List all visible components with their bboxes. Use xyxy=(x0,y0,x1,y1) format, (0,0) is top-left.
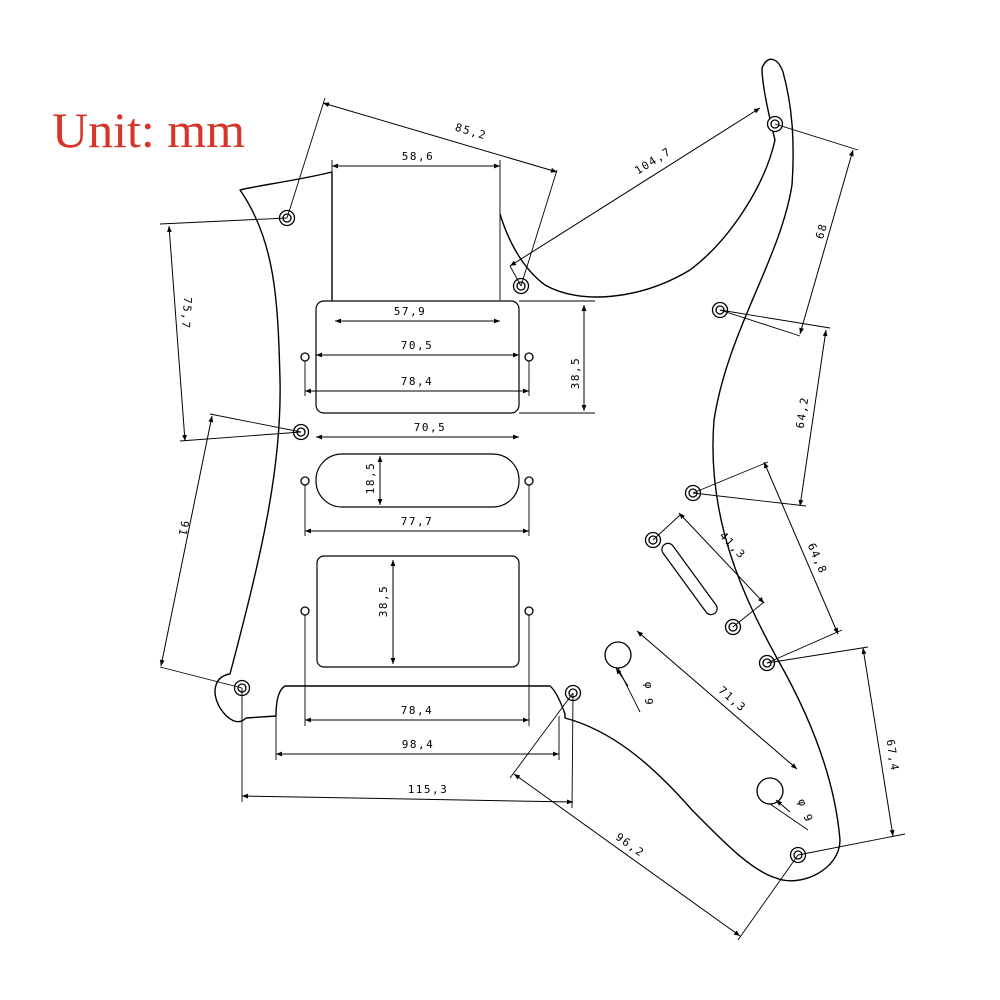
bridge-pickup-cutout xyxy=(316,555,520,668)
screw-holes xyxy=(233,115,807,864)
dim-label-67-4: 67,4 xyxy=(883,738,901,772)
dim-label-70-5-single: 70,5 xyxy=(414,421,447,434)
dim-label-phi-9-lower: φ 9 xyxy=(795,797,816,824)
middle-pickup-cutout xyxy=(315,453,520,508)
pot-hole-upper xyxy=(604,641,632,669)
dim-label-41-3: 41,3 xyxy=(717,529,749,562)
dim-label-75-7: 75,7 xyxy=(179,297,194,330)
dim-label-38-5-bridge: 38,5 xyxy=(377,585,390,618)
mount-hole-bridge-right xyxy=(524,606,534,616)
screw-hole-right-1 xyxy=(711,301,729,319)
dim-label-64-8: 64,8 xyxy=(805,541,830,576)
unit-title: Unit: mm xyxy=(52,102,246,158)
pickup-mount-holes xyxy=(300,352,534,616)
dim-label-91: 91 xyxy=(175,519,191,538)
mount-hole-neck-left xyxy=(300,352,310,362)
dim-label-38-5-neck: 38,5 xyxy=(569,357,582,390)
dim-label-115-3: 115,3 xyxy=(408,783,449,796)
dimension-labels: 85,2 58,6 104,7 75,7 68 64,2 57,9 70,5 7… xyxy=(175,121,901,860)
switch-slot xyxy=(661,542,718,616)
dim-label-96-2: 96,2 xyxy=(613,830,647,859)
pickguard-outline xyxy=(214,58,841,882)
dim-label-58-6: 58,6 xyxy=(402,150,435,163)
dim-label-70-5-neck: 70,5 xyxy=(401,339,434,352)
mount-hole-middle-right xyxy=(524,476,534,486)
dim-label-68: 68 xyxy=(813,221,830,240)
dim-label-71-3: 71,3 xyxy=(716,684,749,715)
mount-hole-middle-left xyxy=(300,476,310,486)
dim-label-78-4-neck: 78,4 xyxy=(401,375,434,388)
dim-label-phi-9-upper: φ 9 xyxy=(642,682,655,706)
mount-hole-bridge-left xyxy=(300,606,310,616)
dim-label-78-4-bridge: 78,4 xyxy=(401,704,434,717)
pot-hole-lower xyxy=(756,777,784,805)
dim-label-18-5: 18,5 xyxy=(364,462,377,495)
dim-label-98-4: 98,4 xyxy=(402,738,435,751)
extension-lines xyxy=(159,97,906,941)
dim-label-77-7: 77,7 xyxy=(401,515,434,528)
dim-label-85-2: 85,2 xyxy=(454,121,489,143)
mount-hole-neck-right xyxy=(524,352,534,362)
dimension-lines xyxy=(159,102,895,937)
dim-label-104-7: 104,7 xyxy=(632,145,673,178)
dim-label-57-9: 57,9 xyxy=(394,305,427,318)
dim-label-64-2: 64,2 xyxy=(794,395,812,429)
